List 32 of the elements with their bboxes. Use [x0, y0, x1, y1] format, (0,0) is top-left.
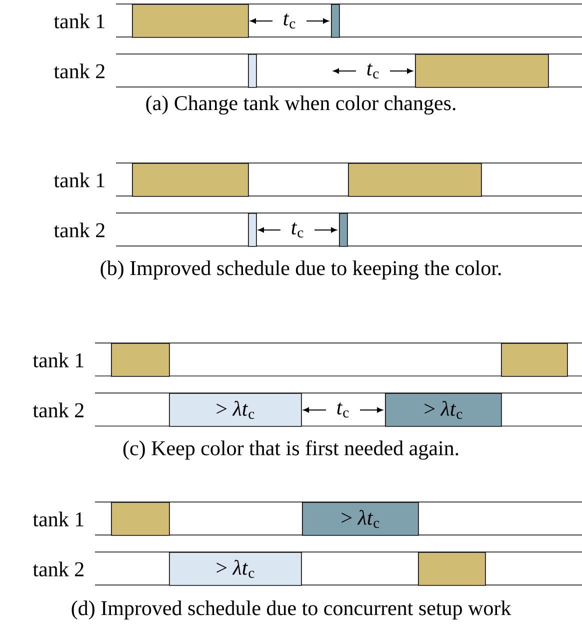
- task-block: [415, 54, 549, 88]
- dimension-label: t$_{c}$: [292, 222, 304, 238]
- subcaption: (c) Keep color that is first needed again.: [123, 440, 458, 460]
- task-block: [248, 54, 257, 88]
- dimension-label: t$_{c}$: [337, 402, 349, 418]
- task-block: [132, 163, 249, 197]
- row-label: tank 2: [54, 64, 104, 78]
- subcaption: (a) Change tank when color changes.: [146, 95, 456, 115]
- row-label: tank 2: [54, 222, 104, 238]
- row-label: tank 1: [32, 352, 84, 368]
- row-label: tank 1: [54, 172, 104, 188]
- row-label: tank 1: [54, 14, 104, 28]
- setup-block: > λt$_{c}$: [169, 552, 302, 586]
- row-label: tank 2: [32, 562, 84, 576]
- subcaption: (d) Improved schedule due to concurrent setup work: [72, 600, 512, 620]
- task-block: [111, 502, 170, 536]
- setup-block: > λt$_{c}$: [169, 393, 302, 427]
- subcaption: (b) Improved schedule due to keeping the color.: [100, 260, 501, 280]
- task-block: [111, 343, 170, 377]
- task-block: [348, 163, 482, 197]
- row-label: tank 2: [32, 402, 84, 418]
- task-block: [418, 552, 486, 586]
- setup-block: > λt$_{c}$: [385, 393, 502, 427]
- task-block: [501, 343, 568, 377]
- task-block: [248, 213, 257, 247]
- task-block: [339, 213, 348, 247]
- task-block: [331, 4, 340, 38]
- setup-block: > λt$_{c}$: [302, 502, 419, 536]
- task-block: [132, 4, 249, 38]
- dimension-label: t$_{c}$: [284, 13, 296, 29]
- dimension-label: t$_{c}$: [367, 63, 379, 79]
- row-label: tank 1: [32, 512, 84, 526]
